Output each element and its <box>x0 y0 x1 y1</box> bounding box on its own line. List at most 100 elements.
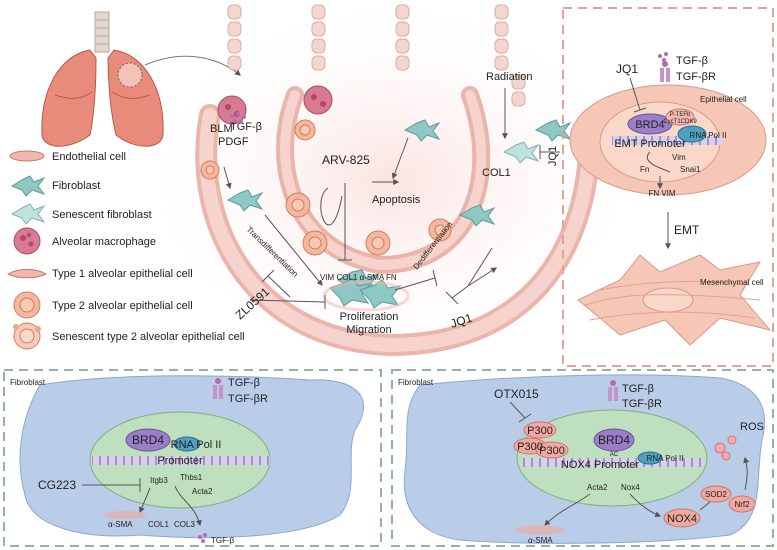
epithelial-jq1-label: JQ1 <box>616 62 638 76</box>
br-drug-line <box>509 401 526 419</box>
ros-icon <box>714 435 737 461</box>
br-nox4-gene-label: Nox4 <box>621 483 640 492</box>
lung-icon <box>41 11 164 147</box>
bl-col3-label: COL3 <box>174 520 195 529</box>
nox4-label: NOX4 <box>667 513 697 525</box>
mesenchymal-label: Mesenchymal cell <box>700 278 764 287</box>
acta2-label: Acta2 <box>192 487 213 496</box>
ac-label: AC <box>610 452 619 458</box>
emt-label: EMT <box>674 223 700 237</box>
br-rnapol-label: RNA Pol II <box>647 454 684 463</box>
bl-asma-arrow <box>139 487 151 514</box>
fibroblast-icon <box>10 175 46 197</box>
bl-tgfbr-icon <box>213 378 223 399</box>
legend-label-senescent-fibroblast: Senescent fibroblast <box>52 209 152 221</box>
epithelial-jq1-bar <box>633 107 647 113</box>
legend-label-macrophage: Alveolar macrophage <box>52 236 156 248</box>
alveolar-scene <box>195 4 601 357</box>
br-nox4-arrow <box>629 493 662 518</box>
br-asma-label: α-SMA <box>528 536 553 545</box>
blm-label: BLM <box>210 123 233 135</box>
epithelial-tgfbr-label: TGF-βR <box>676 71 716 83</box>
br-tgfbr-icon <box>608 380 618 401</box>
thbs1-label: Thbs1 <box>180 473 203 482</box>
senescent-fibroblast-cell <box>502 141 540 164</box>
epithelial-rnapol-node <box>677 125 707 143</box>
p300-c-label: P300 <box>539 445 565 457</box>
outer-vessel-lumen <box>199 108 597 353</box>
br-asma-arrow <box>544 493 591 526</box>
bl-brd4-label: BRD4 <box>132 433 164 447</box>
bl-panel-border <box>3 369 382 547</box>
p300-nodes <box>513 421 569 459</box>
nox4-promoter-label: NOX4 Promoter <box>561 459 640 471</box>
cyclin-label: CycT1CDK9 <box>663 119 697 125</box>
epithelial-rnapol-label: RNA Pol II <box>690 131 727 140</box>
nrf2-node <box>728 495 756 513</box>
epithelial-brd4-label: BRD4 <box>635 119 664 131</box>
br-title: Fibroblast <box>398 378 434 387</box>
sod2-node <box>700 485 732 503</box>
br-brd4-node <box>593 428 635 452</box>
arv825-label: ARV-825 <box>322 153 370 167</box>
nrf2-label: Nrf2 <box>734 500 750 509</box>
proliferation-label: Proliferation <box>340 311 399 323</box>
senescent-fibroblast-icon <box>10 203 46 225</box>
type2-cell-icon <box>13 291 41 319</box>
fn-label: Fn <box>640 165 649 174</box>
p300-b-label: P300 <box>517 441 543 453</box>
br-tgfb-label: TGF-β <box>622 383 654 395</box>
migration-label: Migration <box>346 324 391 336</box>
legend: Endothelial cell Fibroblast Senescent fi… <box>6 150 245 350</box>
br-drug-label: OTX015 <box>494 387 539 401</box>
bl-col1-label: COL1 <box>148 520 169 529</box>
bl-promoter-label: Promoter <box>157 455 203 467</box>
bl-col-arrow <box>174 485 202 527</box>
legend-label-fibroblast: Fibroblast <box>52 180 100 192</box>
senescent-type2-cell-icon <box>13 322 41 350</box>
epithelial-tgfb-label: TGF-β <box>676 55 708 67</box>
epithelial-dna <box>612 136 722 145</box>
capillary-columns <box>227 4 526 107</box>
tgfb-ligand-icon <box>230 112 246 124</box>
br-tgfbr-label: TGF-βR <box>622 398 662 410</box>
ros-label: ROS <box>740 421 764 433</box>
apoptosis-label: Apoptosis <box>372 194 421 206</box>
macrophage-cells <box>217 85 333 125</box>
p300-a-label: P300 <box>527 425 553 437</box>
br-acta2-label: Acta2 <box>587 483 608 492</box>
jq1-right-label: JQ1 <box>547 146 559 166</box>
alveolar-macrophage-icon <box>13 227 41 255</box>
collagen-halo <box>322 280 410 312</box>
jq1-bottom-label: JQ1 <box>449 311 475 331</box>
bl-tgfb-out-icon <box>198 533 207 543</box>
epithelial-cell-label: Epithelial cell <box>700 95 747 104</box>
nox4-node <box>663 508 701 528</box>
vim-label: Vim <box>672 153 686 162</box>
vim-arrow <box>647 151 671 173</box>
legend-label-type2: Type 2 alveolar epithelial cell <box>52 300 193 312</box>
bl-asma-fiber <box>103 511 147 519</box>
legend-label-senescent-type2: Senescent type 2 alveolar epithelial cel… <box>52 331 245 343</box>
type2-cells <box>200 119 452 256</box>
br-dna <box>522 458 704 467</box>
br-drug-bar <box>518 413 532 423</box>
endothelial-cell-icon <box>9 150 45 162</box>
bl-asma-label: α-SMA <box>108 520 133 529</box>
nrf2-ros-arrow <box>743 456 750 491</box>
pdgf-label: PDGF <box>218 136 249 148</box>
epithelial-tgfb-ligand <box>658 52 668 62</box>
br-rnapol-node <box>637 451 663 465</box>
radiation-label: Radiation <box>486 71 532 83</box>
mesenchymal-cell <box>577 254 772 346</box>
epithelial-jq1-arrow <box>629 77 641 111</box>
bl-rnapol-node <box>173 436 201 452</box>
tgfb-center-label: TGF-β <box>230 121 262 133</box>
central-arrows <box>223 88 560 309</box>
col1-center-label: COL1 <box>482 167 511 179</box>
br-brd4-label: BRD4 <box>598 433 630 447</box>
bl-tgfb-out-label: TGF-β <box>211 536 235 545</box>
ptefb-label: P-TEFb <box>670 112 691 118</box>
